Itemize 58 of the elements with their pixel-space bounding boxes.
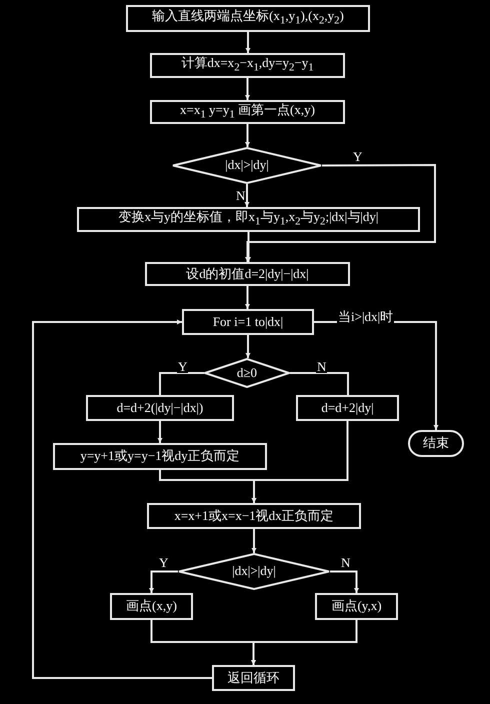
process-box [182, 309, 314, 335]
arrow [245, 286, 250, 309]
process-box [150, 53, 345, 78]
connector-line [290, 372, 349, 395]
step-text: 计算dx=x$_{2}$−x$_{1}$,dy=y$_{2}$−y$_{1}$ [181, 56, 314, 75]
arrow [32, 320, 212, 679]
edge-label: Y [177, 360, 188, 373]
edge-label: Y [352, 150, 364, 163]
step-text: 变换x与y的坐标值，即x$_{1}$与y$_{1}$,x$_{2}$与y$_{2}$;|dx|与|dy| [118, 210, 378, 229]
arrow [252, 529, 256, 553]
edge-label: Y [158, 556, 170, 569]
step-text: 输入直线两端点坐标(x$_{1}$,y$_{1}$),(x$_{2}$,y$_{2}$) [152, 9, 344, 28]
arrow [245, 124, 250, 147]
decision-diamond [204, 358, 290, 388]
step-text: For i=1 to|dx| [212, 314, 284, 330]
decision-diamond [178, 553, 330, 590]
arrow [251, 620, 358, 665]
step-text: d=d+2|dy| [321, 400, 374, 416]
arrow [244, 184, 250, 207]
arrow [149, 570, 178, 593]
arrow [246, 32, 250, 53]
condition-text: |dx|>|dy| [225, 158, 269, 173]
process-box [86, 395, 234, 421]
edge-label: 当i>|dx|时 [337, 310, 394, 323]
process-box [212, 665, 295, 691]
arrow [245, 164, 436, 262]
step-text: y=y+1或y=y−1视dy正负而定 [80, 449, 240, 464]
arrow [158, 421, 162, 443]
step-text: 画点(x,y) [126, 599, 177, 614]
connector-line [159, 372, 204, 395]
arrow [245, 78, 250, 100]
edge-label: N [316, 360, 328, 373]
process-box [296, 395, 399, 421]
step-text: x=x$_{1}$ y=y$_{1}$ 画第一点(x,y) [180, 102, 315, 122]
process-box [147, 503, 361, 529]
edge-label: N [235, 189, 246, 202]
step-text: 设d的初值d=2|dy|−|dx| [186, 266, 309, 282]
step-text: 画点(y,x) [331, 599, 382, 614]
process-box [110, 593, 193, 620]
arrow [330, 570, 359, 593]
step-text: 返回循环 [228, 670, 280, 686]
arrow [246, 335, 250, 358]
condition-text: d≥0 [236, 366, 258, 380]
arrow [246, 232, 251, 262]
process-box [53, 443, 267, 470]
condition-text: |dx|>|dy| [232, 564, 276, 579]
edge-label: N [340, 556, 352, 569]
process-box [150, 100, 345, 124]
terminal-box [408, 430, 464, 457]
process-box [77, 207, 420, 232]
end-text: 结束 [423, 436, 449, 451]
process-box [145, 262, 350, 286]
arrow [252, 421, 348, 503]
process-box [126, 5, 370, 32]
step-text: d=d+2(|dy|−|dx|) [116, 400, 204, 416]
step-text: x=x+1或x=x−1视dx正负而定 [174, 508, 334, 524]
process-box [315, 593, 398, 620]
decision-diamond [172, 147, 322, 184]
